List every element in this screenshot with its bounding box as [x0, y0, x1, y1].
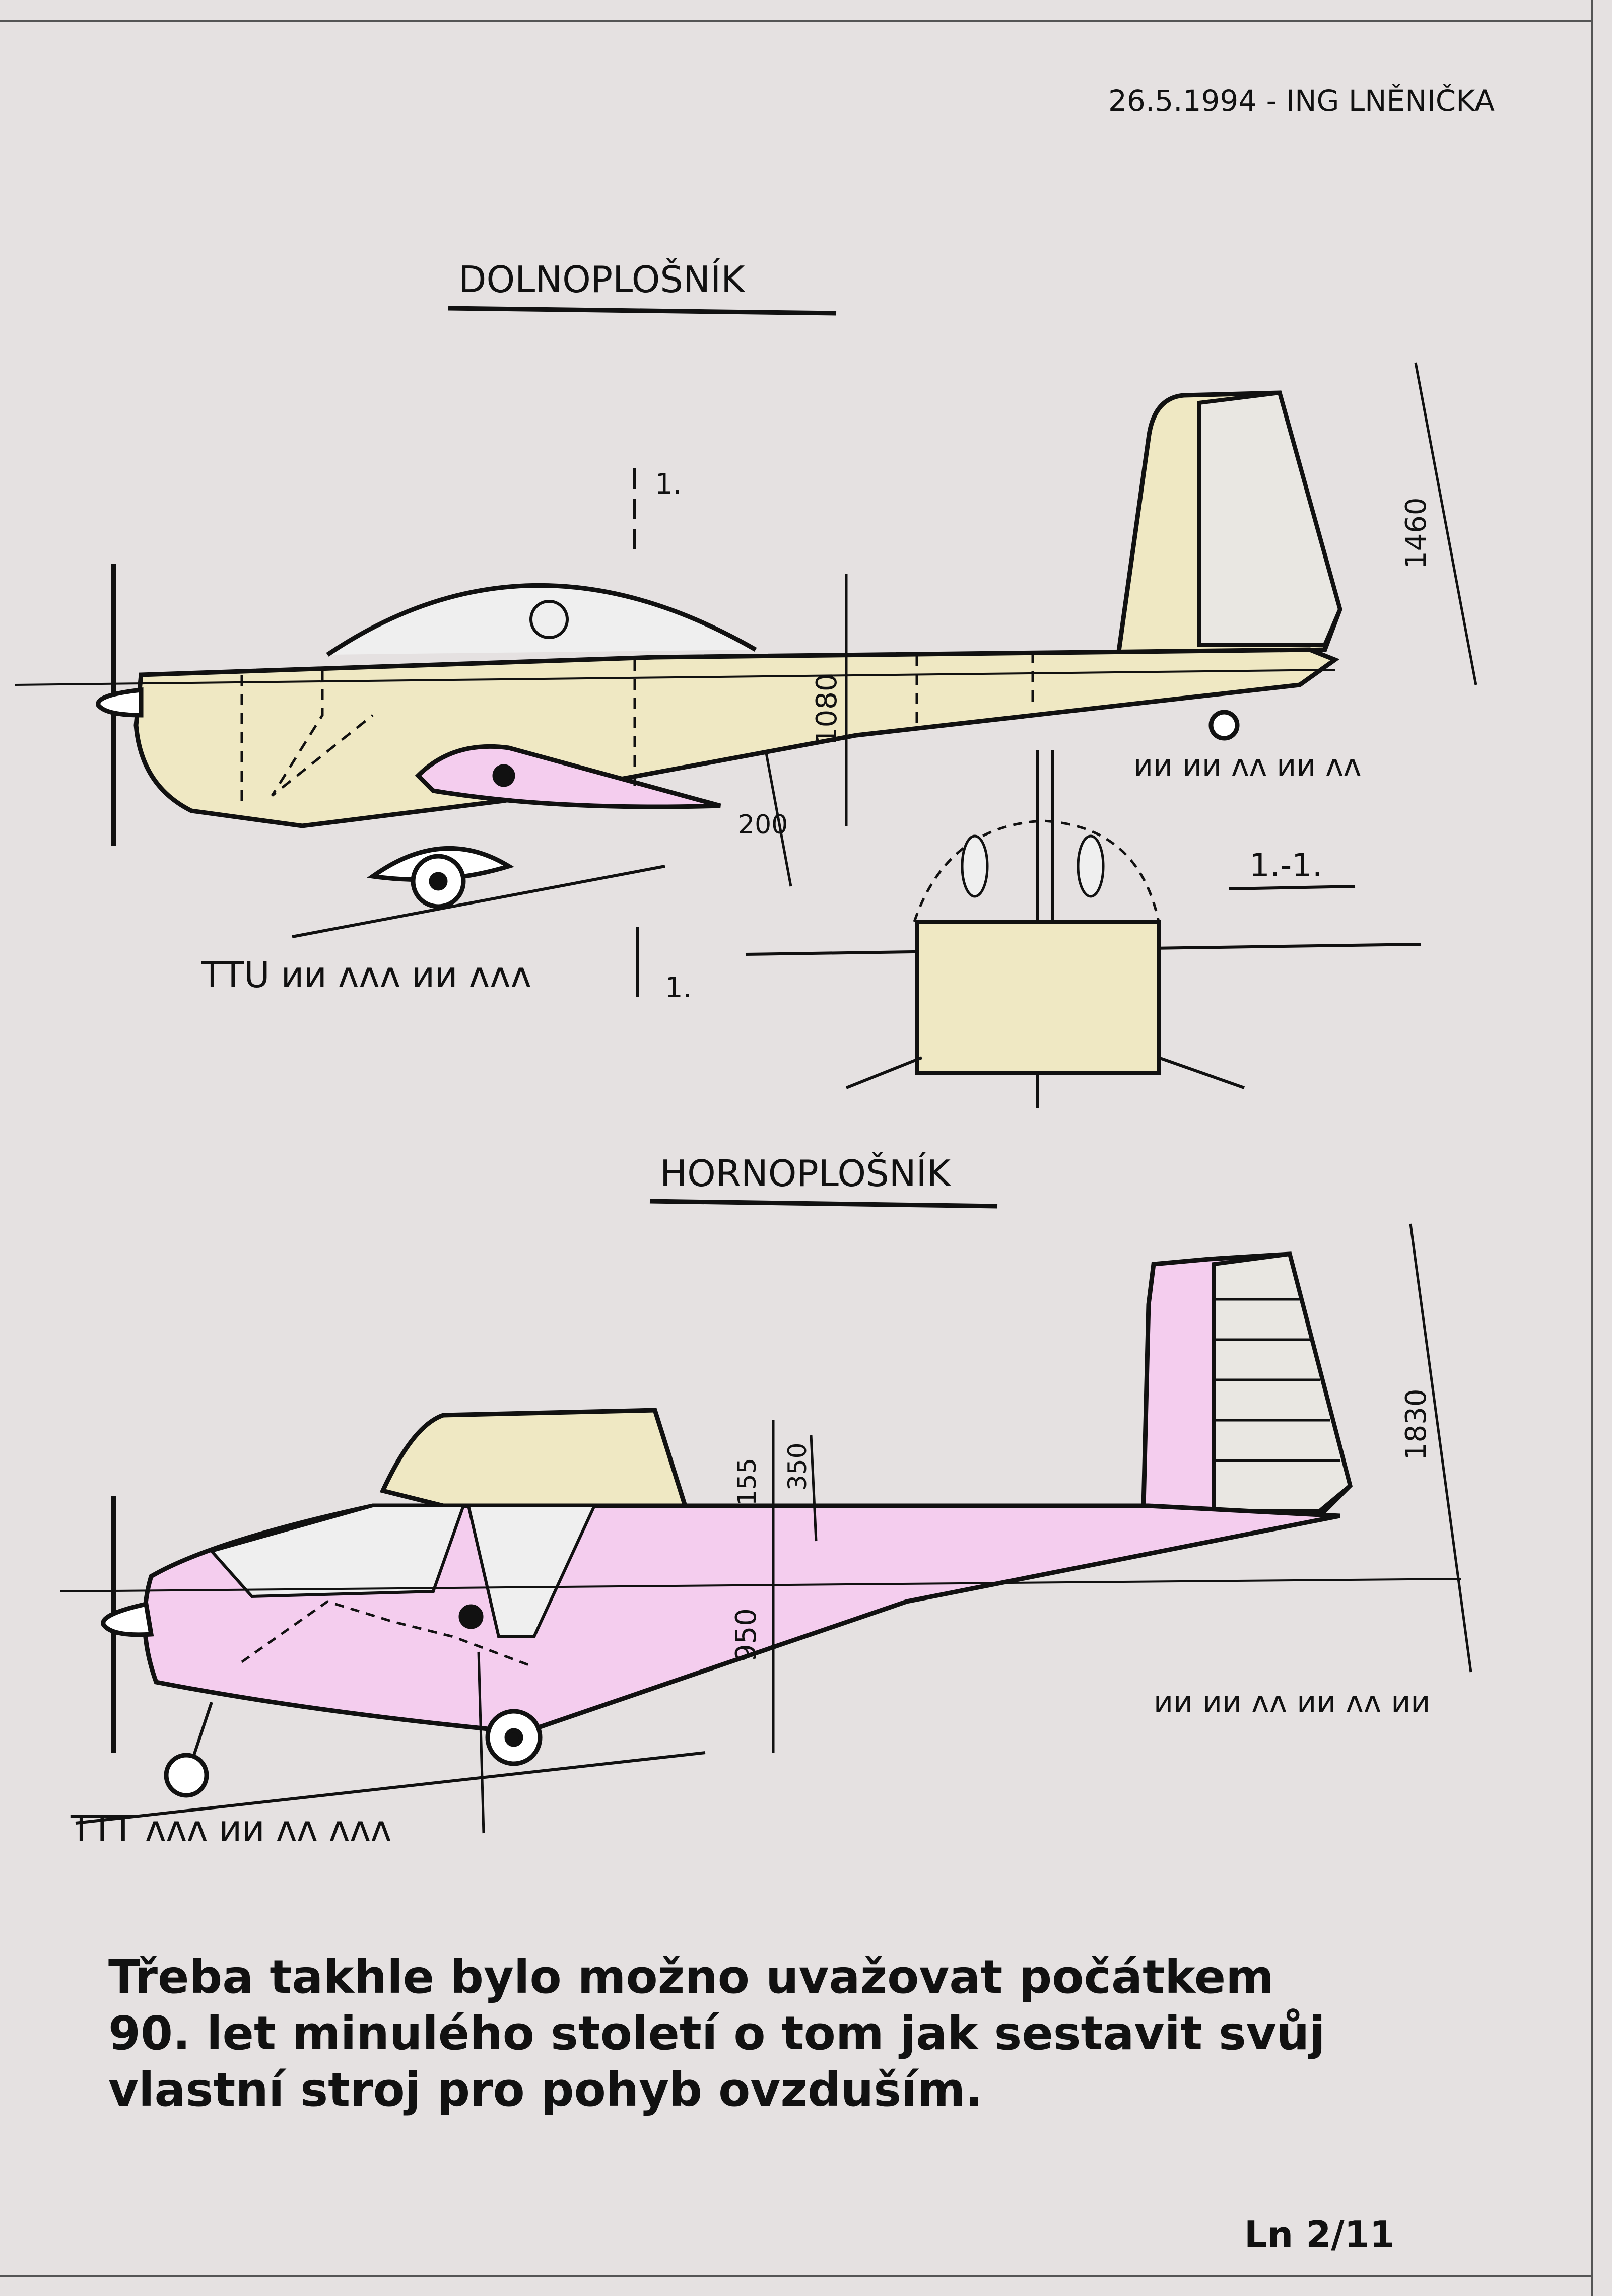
low-wing-internal-structure — [240, 652, 1034, 806]
high-wing-center-vertical — [477, 1651, 485, 1834]
section-label-underline — [1229, 885, 1356, 890]
low-wing-rudder — [1197, 390, 1342, 647]
dim-950: 950 — [730, 1608, 763, 1662]
high-wing-cg-marker — [458, 1604, 484, 1629]
date-author: 26.5.1994 - ING LNĚNIČKA — [1108, 83, 1495, 118]
caption-line-1: Třeba takhle bylo možno uvažovat počátke… — [108, 1950, 1274, 2004]
low-wing-wing — [415, 744, 721, 809]
section-pilot-right — [1077, 834, 1105, 898]
low-wing-spinner — [96, 687, 144, 718]
caption-line-2: 90. let minulého století o tom jak sesta… — [108, 2006, 1325, 2060]
low-wing-drawing: DOLNOPLOŠNÍK TTU ᴎᴎ ᴧᴧᴧ ᴎᴎ ᴧᴧᴧ ᴎᴎ ᴎᴎ ᴧᴧ … — [15, 258, 1477, 1108]
low-wing-tail-wheel — [1208, 710, 1240, 741]
dim-350-line — [810, 1435, 818, 1542]
dim-200: 200 — [738, 810, 788, 840]
dim-155: 155 — [732, 1458, 762, 1506]
high-wing-main-wheel-hub — [504, 1728, 523, 1747]
high-wing-rudder — [1212, 1251, 1353, 1513]
low-wing-cg-marker — [492, 764, 515, 787]
high-wing-spinner — [101, 1601, 154, 1637]
high-wing-title-underline — [649, 1199, 998, 1209]
low-wing-main-wheel-hub — [429, 872, 448, 891]
dim-1460-line — [1414, 362, 1477, 685]
low-wing-title-underline — [448, 306, 837, 316]
section-fuselage — [915, 920, 1161, 1075]
section-label: 1.-1. — [1249, 847, 1322, 884]
high-wing-title: HORNOPLOŠNÍK — [660, 1152, 952, 1195]
ground-hatch-tail-2: ᴎᴎ ᴎᴎ ᴧᴧ ᴎᴎ ᴧᴧ ᴎᴎ — [1154, 1685, 1430, 1720]
ground-hatch: TTU ᴎᴎ ᴧᴧᴧ ᴎᴎ ᴧᴧᴧ — [201, 954, 531, 996]
dim-1460: 1460 — [1400, 497, 1433, 569]
high-wing-ground — [75, 1751, 706, 1825]
caption-line-3: vlastní stroj pro pohyb ovzduším. — [108, 2063, 983, 2117]
ground-hatch-tail: ᴎᴎ ᴎᴎ ᴧᴧ ᴎᴎ ᴧᴧ — [1133, 748, 1361, 783]
dim-1830: 1830 — [1400, 1388, 1433, 1460]
dim-200-line — [764, 750, 792, 887]
low-wing-title: DOLNOPLOŠNÍK — [458, 258, 746, 301]
dim-350: 350 — [783, 1443, 812, 1491]
high-wing-side-window — [466, 1504, 597, 1638]
ground-hatch-2: TTT ᴧᴧᴧ ᴎᴎ ᴧᴧ ᴧᴧᴧ — [70, 1808, 391, 1849]
section-pilot-left — [961, 834, 989, 898]
high-wing-drawing: HORNOPLOŠNÍK TTT ᴧᴧᴧ ᴎᴎ ᴧᴧ ᴧᴧᴧ ᴎᴎ ᴎᴎ ᴧᴧ … — [60, 1152, 1472, 1849]
dim-1080: 1080 — [811, 673, 843, 745]
high-wing-wing — [379, 1408, 689, 1508]
low-wing-thrust-line — [15, 669, 1335, 686]
high-wing-windscreen — [209, 1504, 466, 1598]
high-wing-nose-wheel — [164, 1753, 209, 1798]
high-wing-thrust-line — [60, 1578, 1461, 1592]
section-mark-top: 1. — [655, 468, 682, 501]
low-wing-ground — [292, 865, 665, 938]
high-wing-rudder-ribs — [1214, 1298, 1340, 1462]
section-gear — [845, 1056, 1245, 1089]
high-wing-internal-structure — [241, 1600, 534, 1668]
high-wing-nose-gear-leg — [190, 1702, 213, 1763]
caption: Třeba takhle bylo možno uvažovat počátke… — [108, 1949, 1468, 2118]
dim-1830-line — [1409, 1223, 1472, 1673]
section-mark-bottom: 1. — [665, 971, 692, 1004]
section-canopy-outline — [913, 819, 1160, 922]
page-number: Ln 2/11 — [1244, 2213, 1395, 2256]
low-wing-pilot-head — [529, 600, 569, 639]
